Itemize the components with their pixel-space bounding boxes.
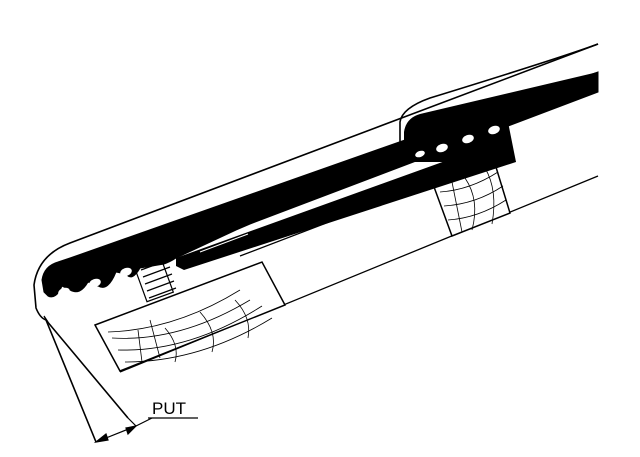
put-dimension: [93, 417, 198, 443]
put-label: PUT: [152, 399, 186, 418]
upper-tile: [399, 43, 599, 163]
lower-batten: [93, 261, 287, 372]
middle-tile-band: [176, 142, 516, 270]
